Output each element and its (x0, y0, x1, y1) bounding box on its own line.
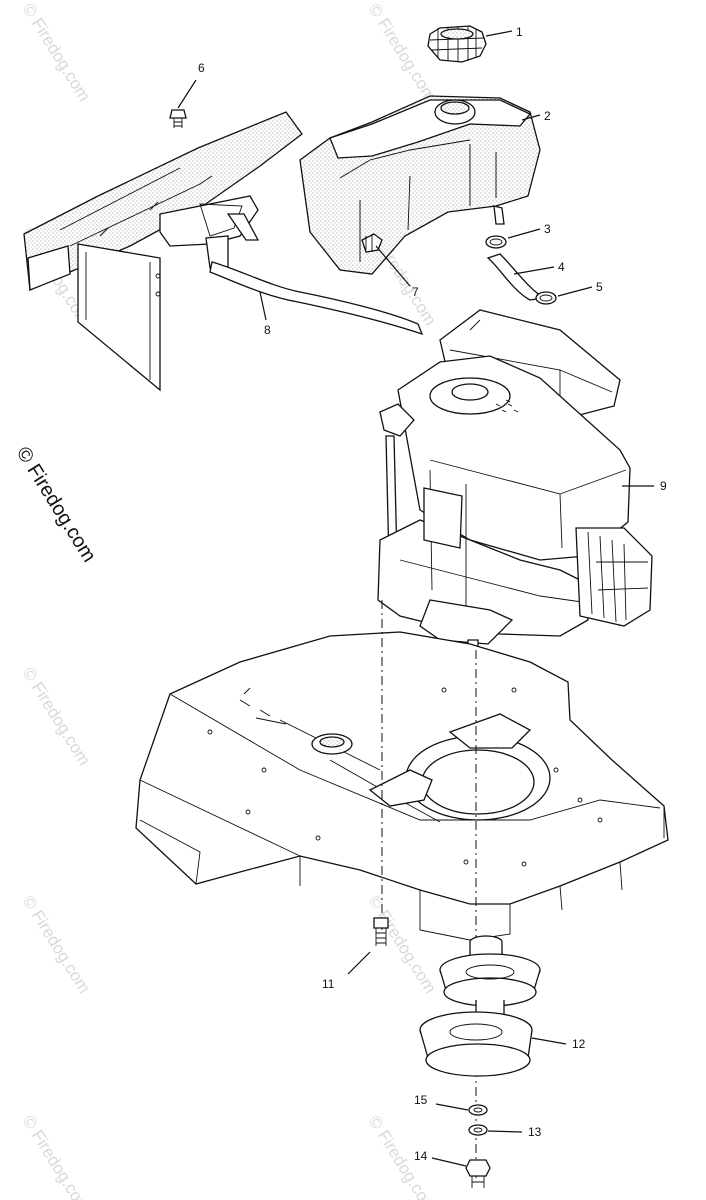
watermark-tile: © Firedog.com (19, 664, 94, 769)
pulley-upper (439, 935, 541, 1007)
washer-upper (468, 1104, 488, 1116)
callout-6: 6 (198, 61, 205, 75)
engine (377, 309, 653, 661)
callout-7: 7 (412, 285, 419, 299)
watermark-tile: © Firedog.com (19, 0, 94, 105)
chassis-frame (135, 631, 669, 941)
pulley-lower (419, 1000, 533, 1077)
screw (169, 109, 187, 128)
centerlines (381, 600, 477, 1180)
callout-2: 2 (544, 109, 551, 123)
fuel-hose (486, 253, 546, 301)
throttle-cable (209, 261, 424, 336)
fuel-tank (299, 95, 541, 275)
callout-3: 3 (544, 222, 551, 236)
dash-console (23, 111, 303, 392)
watermark-tile: © Firedog.com (365, 0, 440, 105)
watermark-tile: © Firedog.com (365, 1112, 440, 1200)
bolt (373, 917, 389, 946)
hose-clamp-upper (485, 235, 507, 249)
callout-4: 4 (558, 260, 565, 274)
leader-lines (177, 30, 654, 1167)
callout-5: 5 (596, 280, 603, 294)
watermark-tile: © Firedog.com (19, 892, 94, 997)
callout-1: 1 (516, 25, 523, 39)
callout-labels: 1 2 3 4 5 6 7 8 9 11 12 15 13 14 (198, 25, 667, 1163)
watermark-main: © Firedog.com (12, 443, 100, 566)
washer-lower (468, 1124, 488, 1136)
callout-11: 11 (322, 977, 335, 991)
callout-12: 12 (572, 1037, 586, 1051)
fuel-cap (427, 25, 487, 63)
callout-8: 8 (264, 323, 271, 337)
callout-14: 14 (414, 1149, 428, 1163)
callout-9: 9 (660, 479, 667, 493)
hose-clamp-lower (535, 291, 557, 305)
watermark-tile: © Firedog.com (19, 1112, 94, 1200)
callout-13: 13 (528, 1125, 542, 1139)
nut (465, 1159, 491, 1188)
callout-15: 15 (414, 1093, 428, 1107)
